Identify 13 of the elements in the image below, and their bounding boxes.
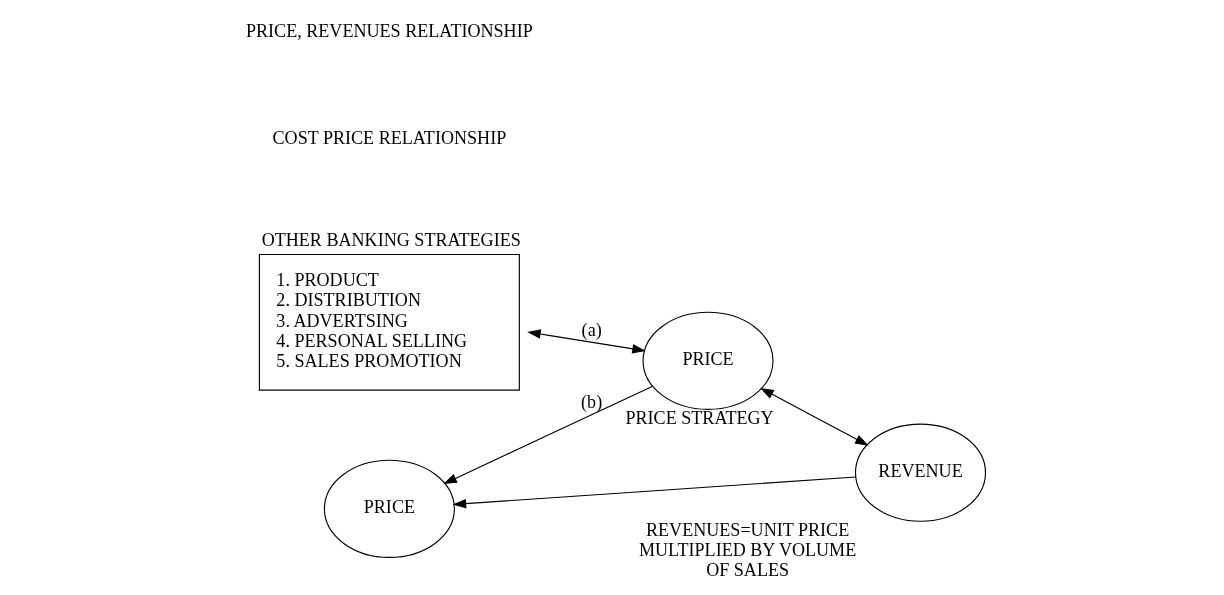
arrow [443, 385, 653, 485]
arrow [452, 476, 857, 509]
node-box: 1. PRODUCT 2. DISTRIBUTION 3. ADVERTSING 4. PERSONAL SELLING 5. SALES PROMOTION [258, 254, 520, 391]
edge-label: (b) [581, 392, 603, 413]
node-ellipse: PRICE [323, 459, 455, 558]
label: COST PRICE RELATIONSHIP [272, 127, 507, 148]
node-label: PRICE STRATEGY [625, 407, 774, 428]
arrow [760, 387, 869, 446]
node-label: OTHER BANKING STRATEGIES [261, 230, 521, 251]
arrow [527, 329, 646, 354]
edge-label: (a) [581, 319, 602, 340]
label: PRICE, REVENUES RELATIONSHIP [246, 21, 533, 42]
node-label: REVENUES=UNIT PRICE MULTIPLIED BY VOLUME OF SALES [638, 519, 857, 581]
